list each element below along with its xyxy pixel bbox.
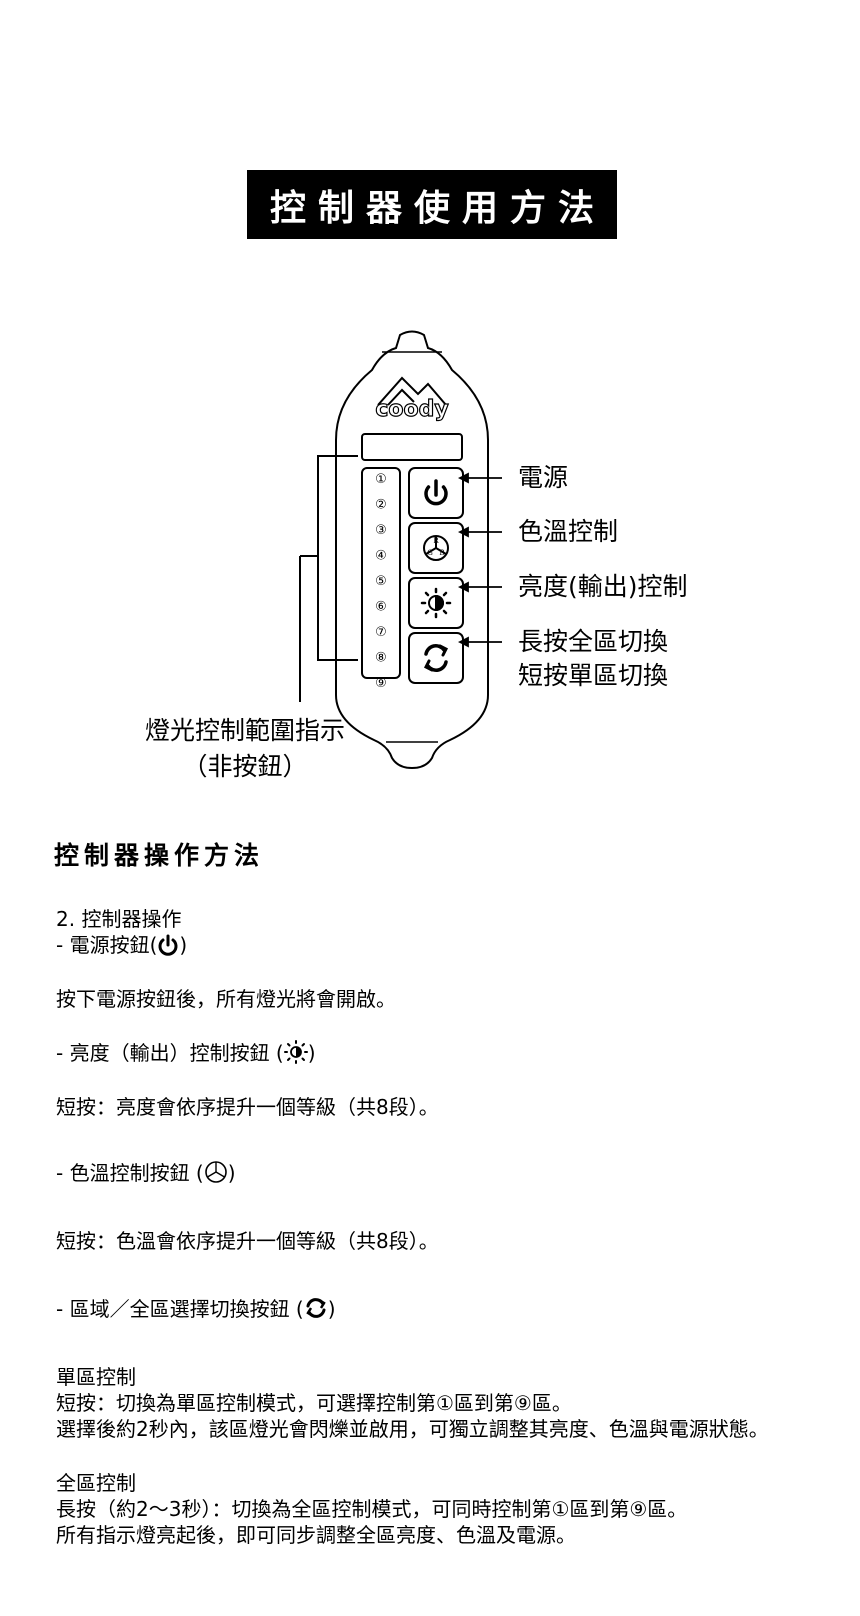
color-desc: 短按：色溫會依序提升一個等級（共8段）。: [56, 1229, 439, 1253]
power-desc: 按下電源按鈕後，所有燈光將會開啟。: [56, 987, 396, 1011]
label-zone-switch-long: 長按全區切換: [518, 627, 669, 656]
color-item-text: - 色溫控制按鈕 (: [56, 1161, 204, 1185]
brightness-icon: [283, 1040, 308, 1064]
zone-item-close: ): [327, 1297, 336, 1321]
zone-indicator-1: ①: [375, 472, 387, 487]
page-title: 控制器使用方法: [247, 170, 617, 239]
zone-item-text: - 區域／全區選擇切換按鈕 (: [56, 1297, 304, 1321]
label-power: 電源: [518, 463, 569, 492]
label-scope-line1: 燈光控制範圍指示: [144, 716, 345, 745]
power-item-close: ): [179, 933, 188, 957]
brightness-item: - 亮度（輸出）控制按鈕 (): [56, 1040, 316, 1066]
label-arrows: [457, 472, 502, 648]
label-color-temp: 色溫控制: [518, 517, 619, 546]
rgb-letter-b: B: [439, 549, 444, 557]
rgb-letter-g: G: [427, 549, 433, 557]
refresh-icon: [423, 644, 449, 672]
scope-bracket: [299, 455, 358, 702]
rgb-letter-r: R: [433, 537, 439, 545]
brightness-item-text: - 亮度（輸出）控制按鈕 (: [56, 1041, 284, 1065]
zone-indicator-9: ⑨: [375, 676, 387, 691]
color-item: - 色溫控制按鈕 (): [56, 1160, 236, 1186]
zone-item: - 區域／全區選擇切換按鈕 (): [56, 1296, 336, 1322]
single-zone-line2: 選擇後約2秒內，該區燈光會閃爍並啟用，可獨立調整其亮度、色溫與電源狀態。: [56, 1417, 769, 1441]
zone-indicator-4: ④: [375, 549, 387, 564]
label-brightness: 亮度(輸出)控制: [518, 572, 688, 601]
zone-indicator-2: ②: [375, 498, 387, 513]
refresh-icon: [306, 1298, 326, 1318]
zone-indicator-3: ③: [375, 523, 387, 538]
single-zone-line1: 短按：切換為單區控制模式，可選擇控制第①區到第⑨區。: [56, 1391, 572, 1415]
power-item-text: - 電源按鈕(: [56, 933, 158, 957]
power-icon: [424, 479, 448, 506]
logo-text: coody: [375, 397, 448, 422]
zone-switch-button: [408, 632, 464, 684]
rgb-icon: [204, 1161, 227, 1183]
rgb-icon: [423, 535, 449, 561]
brightness-desc: 短按：亮度會依序提升一個等級（共8段）。: [56, 1095, 439, 1119]
zone-indicator-strip: [361, 467, 401, 679]
all-zone-line2: 所有指示燈亮起後，即可同步調整全區亮度、色溫及電源。: [56, 1523, 576, 1547]
zone-indicator-5: ⑤: [375, 574, 387, 589]
label-scope-line2: （非按鈕）: [182, 752, 308, 781]
step-heading: 2. 控制器操作: [56, 907, 182, 931]
controller-diagram: coody ① ② ③ ④ ⑤ ⑥ ⑦ ⑧ ⑨ R G B: [0, 330, 860, 810]
controller-illustration: coody ① ② ③ ④ ⑤ ⑥ ⑦ ⑧ ⑨ R G B: [299, 330, 502, 770]
zone-indicator-7: ⑦: [375, 625, 387, 640]
zone-indicator-6: ⑥: [375, 600, 387, 615]
all-zone-title: 全區控制: [56, 1471, 136, 1495]
brightness-icon: [420, 587, 452, 619]
power-item: - 電源按鈕(): [56, 932, 187, 958]
label-zone-switch-short: 短按單區切換: [518, 661, 669, 690]
power-icon: [158, 934, 178, 956]
section-title: 控制器操作方法: [54, 841, 265, 870]
single-zone-title: 單區控制: [56, 1365, 136, 1389]
color-item-close: ): [227, 1161, 236, 1185]
display-window: [361, 433, 463, 461]
zone-indicator-8: ⑧: [375, 651, 387, 666]
logo-mark: [377, 376, 447, 406]
all-zone-line1: 長按（約2～3秒）：切換為全區控制模式，可同時控制第①區到第⑨區。: [56, 1497, 688, 1521]
brightness-item-close: ): [307, 1041, 316, 1065]
